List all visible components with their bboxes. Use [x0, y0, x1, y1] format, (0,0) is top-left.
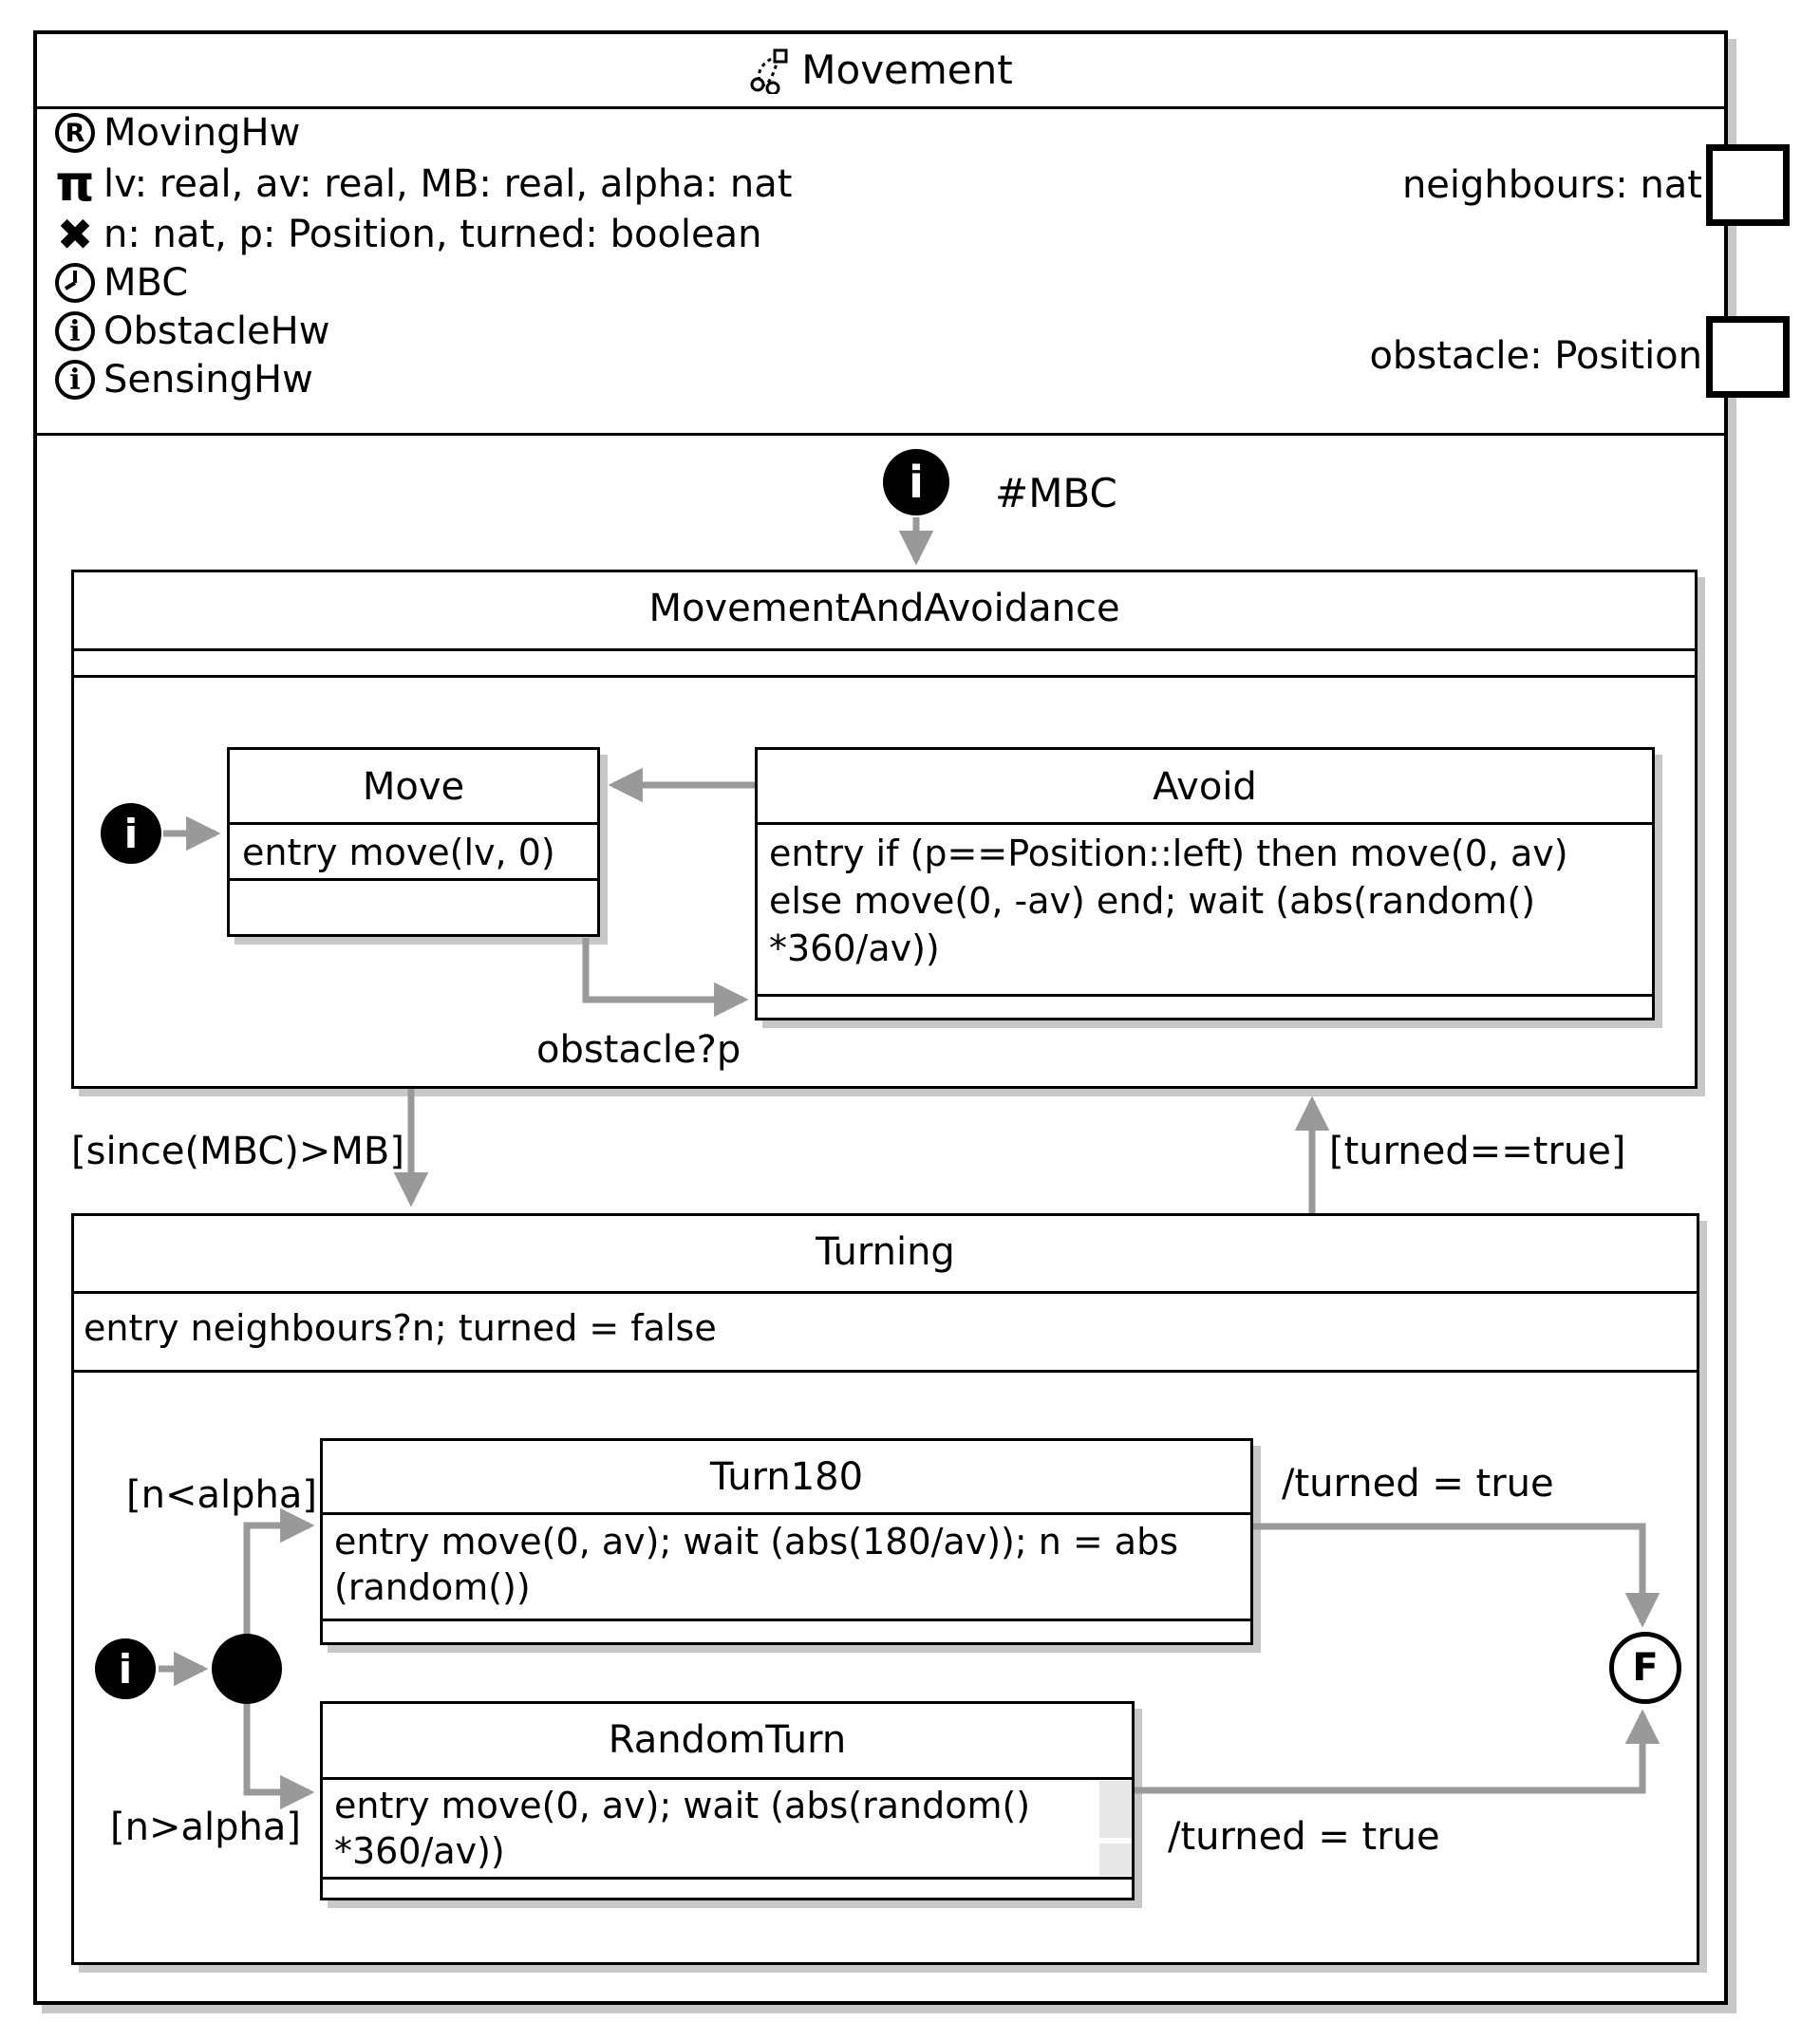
compartment-line	[74, 648, 1695, 651]
state-avoid[interactable]	[755, 747, 1655, 1020]
state-title: Avoid	[1153, 765, 1257, 809]
state-random-turn[interactable]	[320, 1701, 1135, 1900]
transition-label-clock: #MBC	[995, 470, 1117, 516]
svg-text:i: i	[69, 364, 80, 397]
declaration-row[interactable]: MBC	[52, 258, 188, 308]
state-move[interactable]	[227, 747, 600, 937]
module-title: Movement	[801, 46, 1013, 93]
info-icon: i	[52, 309, 98, 353]
transition-action-turned-true: /turned = true	[1168, 1815, 1440, 1859]
x-icon: ✖	[56, 209, 94, 260]
declaration-text: MBC	[103, 261, 189, 305]
transition-guard-n-lt-alpha: [n<alpha]	[126, 1473, 317, 1517]
compartment-line	[758, 822, 1652, 825]
compartment-line	[323, 1877, 1132, 1880]
declaration-row[interactable]: i SensingHw	[52, 355, 313, 404]
compartment-line	[74, 1291, 1697, 1294]
junction-node[interactable]	[212, 1634, 282, 1704]
declaration-row[interactable]: ✖ n: nat, p: Position, turned: boolean	[52, 209, 762, 260]
compartment-line	[230, 878, 597, 881]
initial-state-icon: i	[909, 457, 924, 508]
transition-guard-since: [since(MBC)>MB]	[71, 1130, 404, 1173]
module-title-separator	[37, 106, 1724, 109]
event-label-neighbours: neighbours: nat	[1401, 163, 1702, 207]
final-state-icon: F	[1632, 1646, 1659, 1690]
pi-icon: π	[55, 156, 95, 213]
state-title: Turn180	[709, 1455, 864, 1499]
compartment-line	[74, 675, 1695, 678]
state-entry-action: entry move(lv, 0)	[242, 832, 555, 873]
initial-state-node[interactable]: i	[95, 1638, 156, 1699]
state-entry-action: entry if (p==Position::left) then move(0…	[769, 833, 1568, 969]
state-title: MovementAndAvoidance	[648, 587, 1120, 630]
module-declaration-separator	[37, 433, 1724, 436]
event-label-obstacle: obstacle: Position	[1369, 334, 1702, 378]
transition-guard-turned: [turned==true]	[1329, 1130, 1626, 1173]
state-title: RandomTurn	[608, 1718, 847, 1762]
state-title: Turning	[816, 1230, 955, 1274]
statechart-icon	[748, 45, 794, 94]
declaration-row[interactable]: π lv: real, av: real, MB: real, alpha: n…	[52, 159, 792, 209]
info-icon: i	[52, 358, 98, 402]
transition-guard-n-gt-alpha: [n>alpha]	[110, 1806, 301, 1849]
svg-text:R: R	[66, 119, 85, 148]
declaration-text: lv: real, av: real, MB: real, alpha: nat	[103, 162, 793, 206]
state-entry-action: entry move(0, av); wait (abs(180/av)); n…	[334, 1521, 1179, 1608]
scrollbar-track[interactable]	[1099, 1843, 1132, 1876]
final-state-node[interactable]: F	[1609, 1632, 1681, 1704]
declaration-text: n: nat, p: Position, turned: boolean	[103, 213, 762, 256]
compartment-line	[323, 1512, 1250, 1515]
state-turn180[interactable]	[320, 1438, 1253, 1645]
declaration-row[interactable]: R MovingHw	[52, 108, 300, 158]
initial-state-icon: i	[123, 810, 139, 857]
state-entry-action: entry move(0, av); wait (abs(random() *3…	[334, 1785, 1031, 1872]
initial-state-node[interactable]: i	[883, 449, 949, 515]
declaration-row[interactable]: i ObstacleHw	[52, 307, 329, 356]
svg-text:i: i	[69, 315, 80, 348]
compartment-line	[230, 822, 597, 825]
compartment-line	[74, 1370, 1697, 1373]
clock-icon	[52, 261, 98, 305]
initial-state-icon: i	[118, 1645, 133, 1693]
state-entry-action: entry neighbours?n; turned = false	[84, 1307, 717, 1349]
event-port-neighbours[interactable]	[1706, 144, 1790, 226]
compartment-line	[323, 1777, 1132, 1780]
declaration-text: MovingHw	[103, 111, 301, 155]
module-header: Movement	[33, 34, 1728, 104]
scrollbar-thumb[interactable]	[1099, 1781, 1132, 1838]
initial-state-node[interactable]: i	[101, 803, 161, 864]
compartment-line	[323, 1619, 1250, 1621]
declaration-text: SensingHw	[103, 358, 313, 402]
declaration-text: ObstacleHw	[103, 309, 330, 353]
compartment-line	[758, 994, 1652, 997]
transition-label-obstacle: obstacle?p	[536, 1028, 741, 1072]
event-port-obstacle[interactable]	[1706, 316, 1790, 398]
transition-action-turned-true: /turned = true	[1282, 1462, 1554, 1506]
state-title: Move	[362, 765, 465, 809]
registered-icon: R	[52, 111, 98, 155]
